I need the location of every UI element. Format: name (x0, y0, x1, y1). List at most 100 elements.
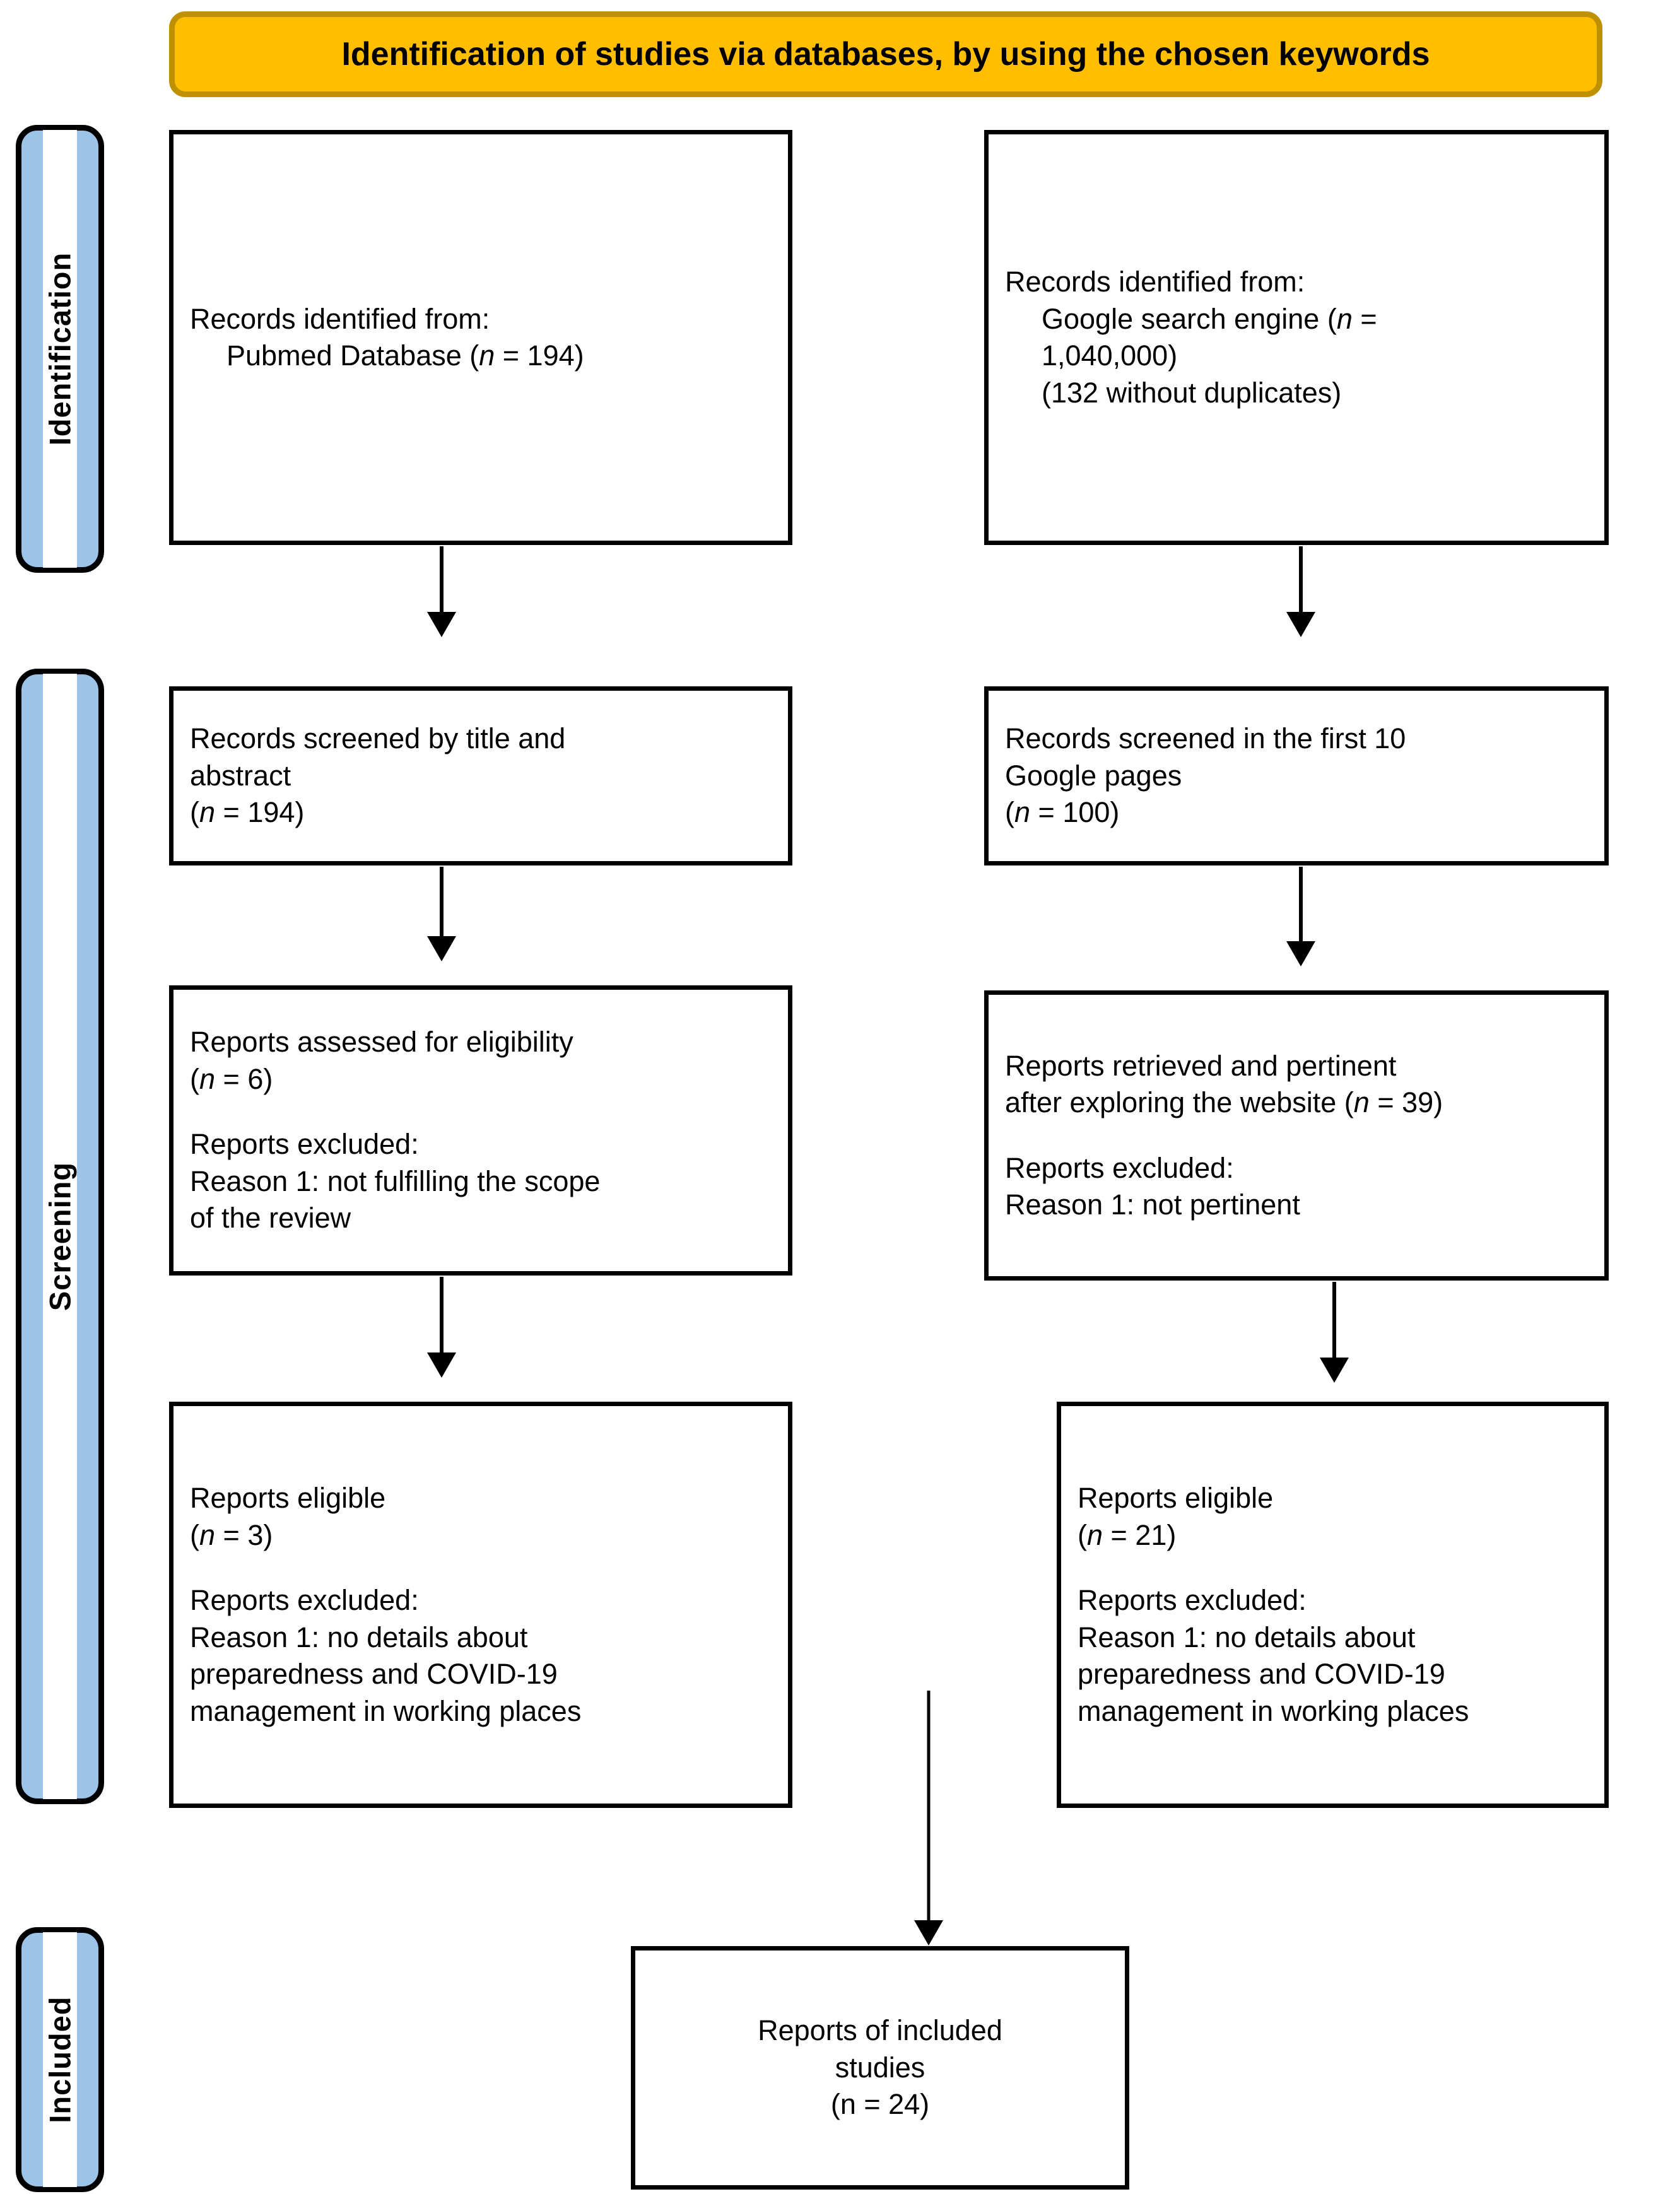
text-line: after exploring the website ( (1005, 1086, 1354, 1118)
arrow-head (427, 612, 456, 637)
diagram-title-text: Identification of studies via databases,… (341, 36, 1430, 73)
text-line: of the review (190, 1202, 351, 1235)
text-line: Reports eligible (190, 1482, 386, 1514)
stage-bar-inner-fill (43, 130, 77, 568)
text-line: ( (1078, 1518, 1087, 1551)
arrow-head (427, 1352, 456, 1378)
arrow-head (914, 1920, 943, 1945)
text-spacer (190, 1098, 772, 1126)
n-symbol: n (1087, 1518, 1103, 1551)
node-records-screened-google-pages: Records screened in the first 10 Google … (984, 686, 1609, 865)
text-line: Reason 1: not pertinent (1005, 1188, 1300, 1221)
node-body: Reports eligible (n = 3) Reports exclude… (173, 1480, 788, 1730)
arrow-head (1320, 1358, 1349, 1383)
text-line: = 100) (1030, 796, 1120, 829)
arrow-pubmed-to-screened (423, 546, 461, 637)
node-reports-retrieved-pertinent: Reports retrieved and pertinent after ex… (984, 990, 1609, 1281)
n-symbol: n (199, 796, 216, 829)
text-line: ( (190, 1518, 199, 1551)
arrow-to-included-studies (910, 1691, 948, 1945)
arrow-screened-to-eligibility-left (423, 867, 461, 961)
text-line: Reports of included (758, 2014, 1002, 2047)
n-symbol: n (1014, 796, 1031, 829)
text-line: ( (190, 796, 199, 829)
stage-bar-identification: Identification (16, 125, 104, 573)
text-line: Reports excluded: (190, 1128, 419, 1161)
arrow-shaft (440, 867, 443, 936)
node-reports-eligible-right: Reports eligible (n = 21) Reports exclud… (1057, 1402, 1609, 1808)
text-line: Google search engine ( (1042, 302, 1337, 335)
node-records-screened-title-abstract: Records screened by title and abstract (… (169, 686, 792, 865)
node-records-identified-pubmed: Records identified from: Pubmed Database… (169, 130, 792, 545)
text-line: Reason 1: no details about (190, 1621, 528, 1653)
node-reports-assessed-eligibility: Reports assessed for eligibility (n = 6)… (169, 985, 792, 1276)
arrow-shaft (1299, 546, 1303, 612)
text-line: Google pages (1005, 759, 1182, 792)
text-line: 1,040,000) (1042, 339, 1178, 372)
node-body: Reports retrieved and pertinent after ex… (989, 1048, 1604, 1224)
arrow-head (1286, 612, 1315, 637)
arrow-shaft (440, 546, 443, 612)
text-line: abstract (190, 759, 291, 792)
text-line: Reason 1: no details about (1078, 1621, 1416, 1653)
n-symbol: n (199, 1518, 216, 1551)
text-line: ( (190, 1062, 199, 1095)
text-line: Reason 1: not fulfilling the scope (190, 1164, 601, 1197)
node-body: Records screened in the first 10 Google … (989, 720, 1604, 831)
node-body: Reports assessed for eligibility (n = 6)… (173, 1024, 788, 1237)
text-spacer (1078, 1554, 1588, 1582)
text-line: Reports retrieved and pertinent (1005, 1049, 1397, 1082)
arrow-google-to-screened (1282, 546, 1320, 637)
text-line: Records identified from: (190, 302, 490, 335)
text-line: studies (835, 2051, 925, 2084)
text-line: (132 without duplicates) (1042, 376, 1342, 409)
n-symbol: n (1353, 1086, 1370, 1118)
text-spacer (1005, 1122, 1588, 1150)
arrow-shaft (1299, 867, 1303, 941)
text-line: = 194) (495, 339, 584, 372)
text-line: Records screened by title and (190, 722, 566, 755)
node-body: Records identified from: Pubmed Database… (173, 301, 788, 375)
text-line: Reports excluded: (190, 1584, 419, 1616)
text-line: = 39) (1369, 1086, 1443, 1118)
text-line: preparedness and COVID-19 (1078, 1658, 1445, 1690)
node-body: Reports of included studies (n = 24) (635, 2012, 1125, 2123)
stage-label-included: Included (43, 1996, 77, 2123)
stage-label-screening: Screening (43, 1161, 77, 1311)
text-line: Reports assessed for eligibility (190, 1026, 573, 1059)
arrow-screened-to-eligibility-right (1282, 867, 1320, 966)
arrow-shaft (440, 1277, 443, 1352)
text-line: = (1352, 302, 1377, 335)
text-line: management in working places (190, 1694, 582, 1727)
arrow-head (1286, 941, 1315, 966)
text-spacer (190, 1554, 772, 1582)
text-line: Reports excluded: (1005, 1151, 1234, 1184)
text-line: = 21) (1103, 1518, 1177, 1551)
arrow-head (427, 936, 456, 961)
diagram-title-banner: Identification of studies via databases,… (169, 11, 1602, 97)
n-symbol: n (199, 1062, 216, 1095)
text-line: Reports eligible (1078, 1482, 1274, 1514)
node-body: Reports eligible (n = 21) Reports exclud… (1061, 1480, 1604, 1730)
stage-label-identification: Identification (43, 252, 77, 446)
n-symbol: n (479, 339, 495, 372)
node-body: Records screened by title and abstract (… (173, 720, 788, 831)
text-line: = 6) (215, 1062, 273, 1095)
node-reports-included-studies: Reports of included studies (n = 24) (631, 1946, 1129, 2190)
text-line: preparedness and COVID-19 (190, 1658, 558, 1690)
stage-bar-inner-fill (43, 674, 77, 1799)
arrow-eligibility-to-final-right (1315, 1282, 1353, 1383)
node-records-identified-google: Records identified from: Google search e… (984, 130, 1609, 545)
text-line: Pubmed Database ( (226, 339, 479, 372)
arrow-shaft (927, 1691, 931, 1920)
text-line: Records identified from: (1005, 266, 1305, 298)
n-symbol: n (1336, 302, 1353, 335)
node-reports-eligible-left: Reports eligible (n = 3) Reports exclude… (169, 1402, 792, 1808)
text-line: = 194) (215, 796, 305, 829)
stage-bar-screening: Screening (16, 669, 104, 1804)
stage-bar-included: Included (16, 1927, 104, 2192)
text-line: Reports excluded: (1078, 1584, 1307, 1616)
text-line: ( (1005, 796, 1014, 829)
arrow-shaft (1332, 1282, 1336, 1358)
node-body: Records identified from: Google search e… (989, 264, 1604, 411)
